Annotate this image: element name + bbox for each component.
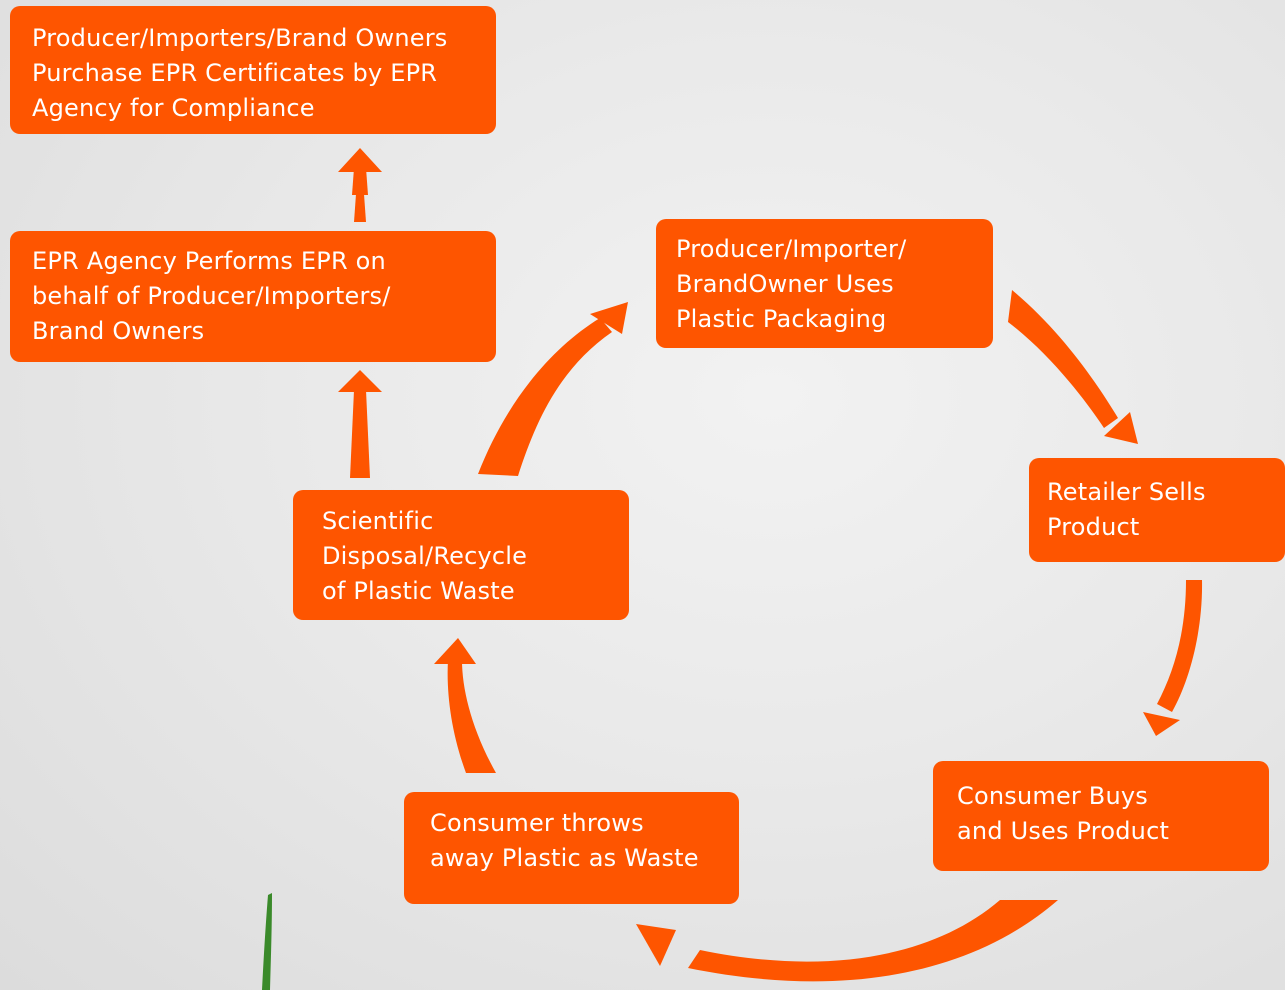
arrow-scientific-to-agency (338, 370, 382, 478)
node-purchase-certificates: Producer/Importers/Brand Owners Purchase… (10, 6, 496, 134)
node-text-line: BrandOwner Uses (676, 270, 894, 298)
node-text-line: Consumer Buys (957, 782, 1148, 810)
node-text-line: EPR Agency Performs EPR on (32, 247, 386, 275)
arrow-scientific-to-producer (478, 302, 628, 476)
node-text-line: behalf of Producer/Importers/ (32, 282, 391, 310)
node-consumer-buys: Consumer Buys and Uses Product (933, 761, 1269, 871)
node-text-line: Consumer throws (430, 809, 644, 837)
node-text-line: and Uses Product (957, 817, 1170, 845)
node-text-line: Product (1047, 513, 1140, 541)
node-text-line: Retailer Sells (1047, 478, 1206, 506)
node-text-line: Purchase EPR Certificates by EPR (32, 59, 438, 87)
node-text-line: Agency for Compliance (32, 94, 315, 122)
node-text-line: of Plastic Waste (322, 577, 515, 605)
node-consumer-throws-waste: Consumer throws away Plastic as Waste (404, 792, 739, 904)
node-epr-agency-performs: EPR Agency Performs EPR on behalf of Pro… (10, 231, 496, 362)
plant-leaf-decoration (262, 893, 272, 990)
node-text-line: Disposal/Recycle (322, 542, 528, 570)
arrow-producer-to-retailer (1008, 290, 1138, 444)
node-text-line: Producer/Importers/Brand Owners (32, 24, 448, 52)
node-scientific-disposal: Scientific Disposal/Recycle of Plastic W… (293, 490, 629, 620)
node-text-line: away Plastic as Waste (430, 844, 699, 872)
node-producer-uses-packaging: Producer/Importer/ BrandOwner Uses Plast… (656, 219, 993, 348)
arrow-retailer-to-consumer-buys (1143, 580, 1203, 736)
arrow-consumer-buys-to-throws (636, 900, 1058, 982)
arrow-agency-to-purchase (338, 148, 382, 222)
node-text-line: Plastic Packaging (676, 305, 887, 333)
node-text-line: Producer/Importer/ (676, 235, 907, 263)
arrow-throws-to-scientific (434, 638, 496, 773)
node-text-line: Scientific (322, 507, 434, 535)
node-retailer-sells: Retailer Sells Product (1029, 458, 1285, 562)
node-text-line: Brand Owners (32, 317, 205, 345)
